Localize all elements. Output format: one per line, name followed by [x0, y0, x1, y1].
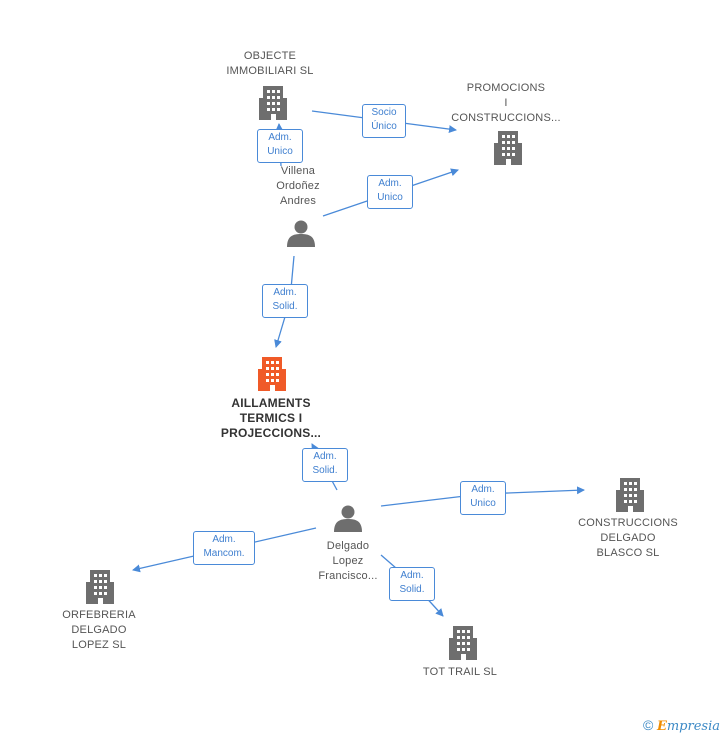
node-label-tottrail[interactable]: TOT TRAIL SL — [422, 666, 498, 678]
edge-label-adm-mancom: Adm. Mancom. — [193, 531, 255, 565]
edge-label-adm-unico: Adm. Unico — [460, 481, 506, 515]
building-icon — [494, 131, 522, 165]
node-label-promocions[interactable]: PROMOCIONS I CONSTRUCCIONS... — [451, 82, 561, 124]
person-icon — [334, 505, 362, 532]
node-label-aillaments[interactable]: AILLAMENTS TERMICS I PROJECCIONS... — [220, 396, 322, 440]
edge-label-adm-solid: Adm. Solid. — [302, 448, 348, 482]
building-icon — [259, 86, 287, 120]
edge-label-adm-unico: Adm. Unico — [367, 175, 413, 209]
watermark: © Empresia — [643, 717, 720, 734]
building-icon — [449, 626, 477, 660]
building-icon-main — [258, 357, 286, 391]
node-label-objecte[interactable]: OBJECTE IMMOBILIARI SL — [226, 50, 314, 77]
node-label-orfebreria[interactable]: ORFEBRERIA DELGADO LOPEZ SL — [62, 609, 136, 651]
copyright-symbol: © — [642, 717, 654, 733]
person-icon — [287, 220, 315, 247]
node-label-villena[interactable]: Villena Ordoñez Andres — [276, 165, 320, 207]
node-label-construccions[interactable]: CONSTRUCCIONS DELGADO BLASCO SL — [578, 517, 678, 559]
empresia-logo: Empresia — [656, 719, 720, 734]
building-icon — [86, 570, 114, 604]
edge-label-adm-unico: Adm. Unico — [257, 129, 303, 163]
edge-label-adm-solid: Adm. Solid. — [389, 567, 435, 601]
building-icon — [616, 478, 644, 512]
node-label-delgado[interactable]: Delgado Lopez Francisco... — [318, 540, 378, 582]
edge-label-adm-solid: Adm. Solid. — [262, 284, 308, 318]
edge-label-socio-unico: Socio Único — [362, 104, 406, 138]
